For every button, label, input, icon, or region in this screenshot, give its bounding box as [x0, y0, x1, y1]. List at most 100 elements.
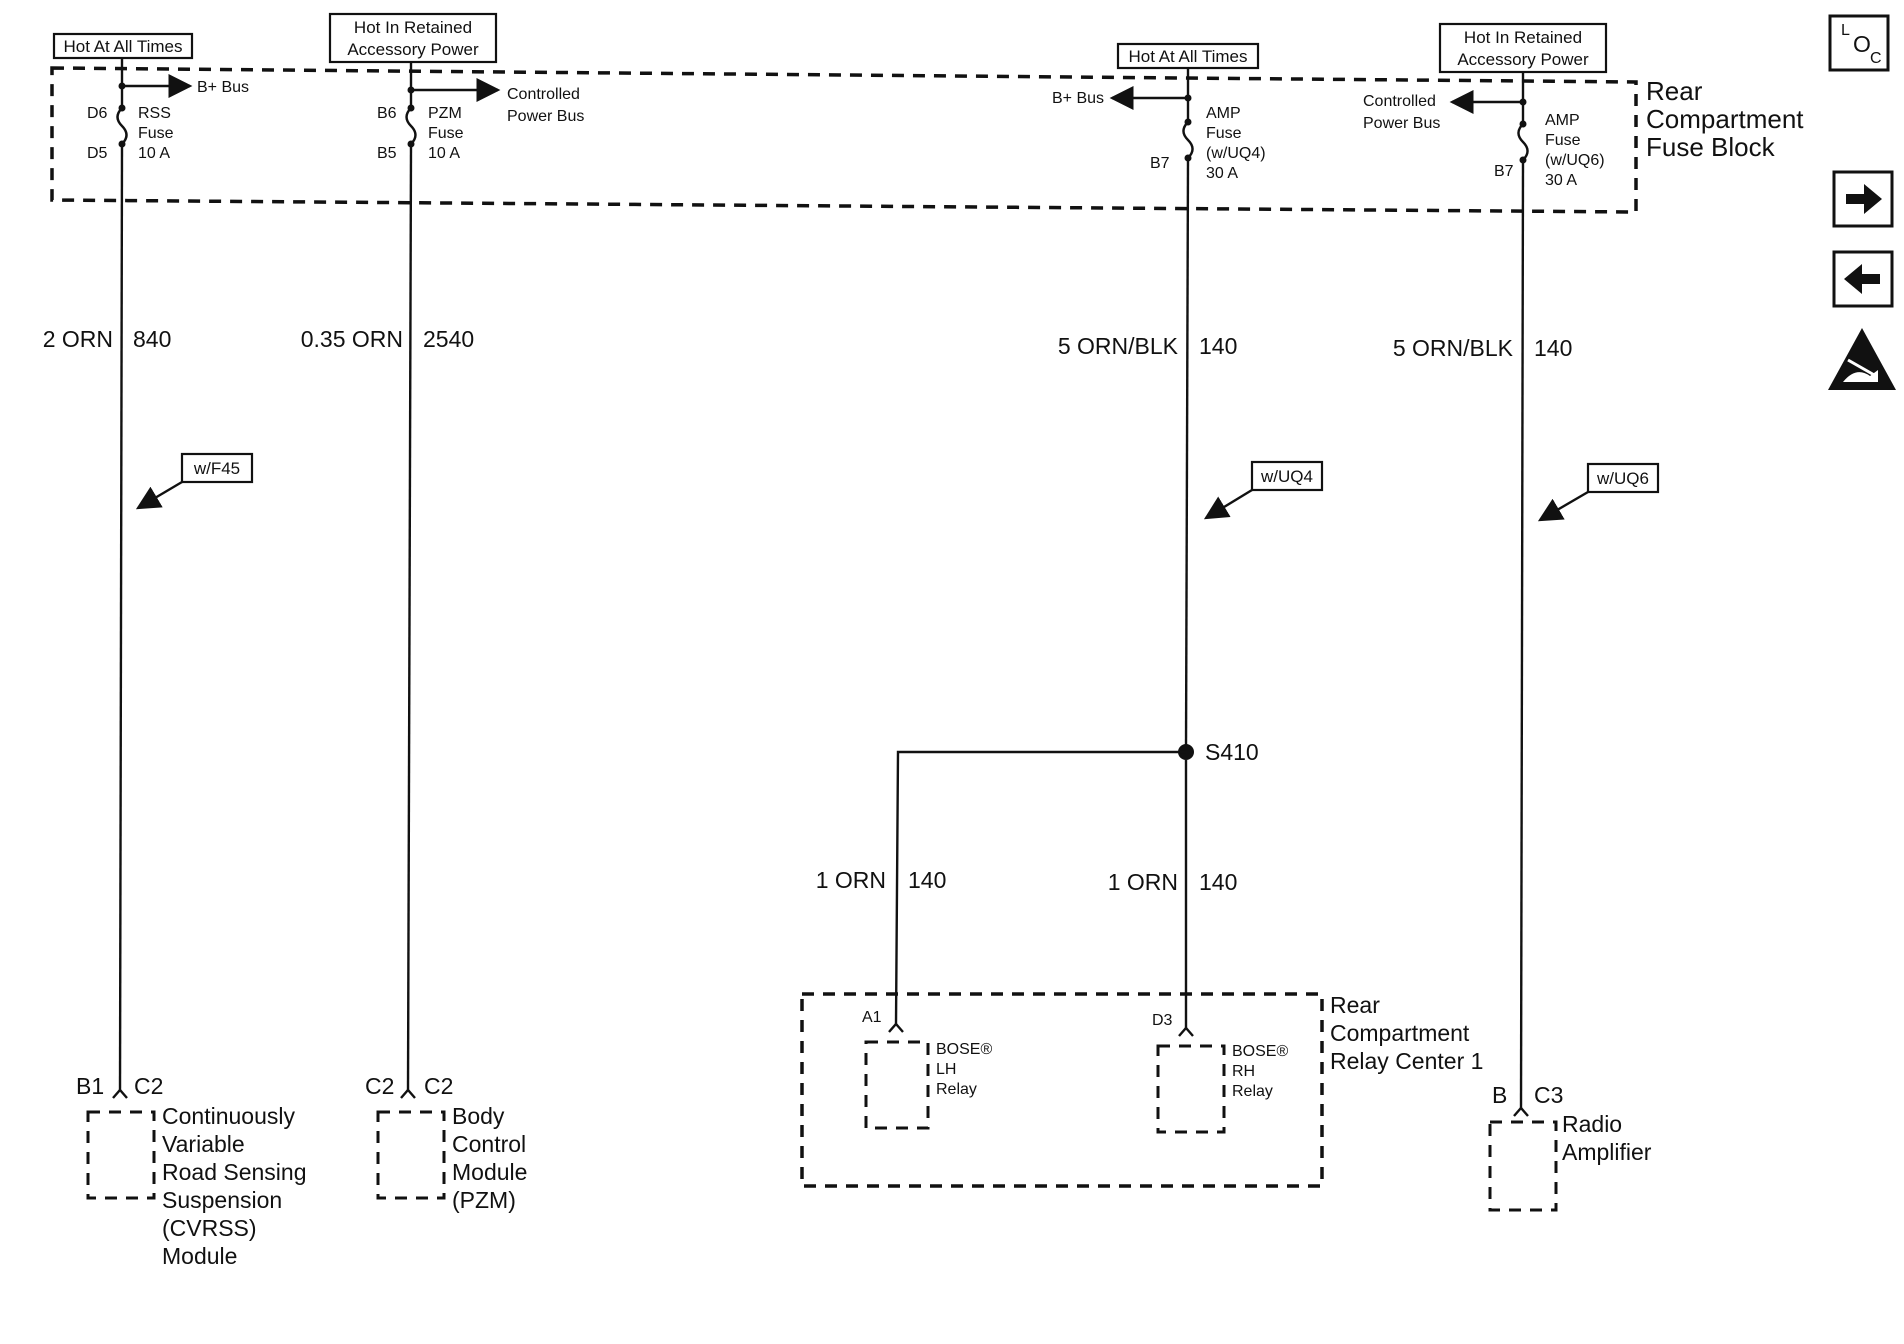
- svg-text:A1: A1: [862, 1009, 882, 1026]
- svg-text:Control: Control: [452, 1131, 526, 1157]
- svg-text:(PZM): (PZM): [452, 1187, 516, 1213]
- relay-center-label: Rear Compartment Relay Center 1: [1330, 992, 1483, 1074]
- svg-text:RH: RH: [1232, 1063, 1255, 1080]
- svg-text:(CVRSS): (CVRSS): [162, 1215, 257, 1241]
- fuse-amp-uq6: Controlled Power Bus B7 AMP Fuse (w/UQ6)…: [1363, 72, 1605, 189]
- svg-text:2540: 2540: [423, 326, 474, 352]
- component-radio-amplifier: B C3 Radio Amplifier: [1488, 1082, 1652, 1212]
- svg-text:Radio: Radio: [1562, 1111, 1622, 1137]
- relay-center-outline: [800, 992, 1324, 1188]
- svg-text:1 ORN: 1 ORN: [816, 867, 886, 893]
- fuse-block-label: Rear Compartment Fuse Block: [1646, 76, 1804, 162]
- svg-text:D5: D5: [87, 145, 108, 162]
- svg-text:(w/UQ6): (w/UQ6): [1545, 152, 1605, 169]
- svg-text:Variable: Variable: [162, 1131, 245, 1157]
- svg-text:Module: Module: [162, 1243, 237, 1269]
- svg-text:Fuse: Fuse: [428, 125, 464, 142]
- option-tag-f45: w/F45: [135, 452, 254, 510]
- svg-text:B: B: [1492, 1082, 1507, 1108]
- svg-text:Road Sensing: Road Sensing: [162, 1159, 307, 1185]
- arrow-right-icon[interactable]: [1832, 170, 1894, 228]
- svg-text:Fuse: Fuse: [1206, 125, 1242, 142]
- svg-text:AMP: AMP: [1206, 105, 1241, 122]
- wire-140-branch-lh: 1 ORN 140: [816, 750, 1186, 1025]
- svg-text:D3: D3: [1152, 1012, 1173, 1029]
- svg-text:Compartment: Compartment: [1330, 1020, 1470, 1046]
- svg-text:B6: B6: [377, 105, 397, 122]
- svg-text:Hot In Retained: Hot In Retained: [1464, 28, 1582, 47]
- fuse-rss: B+ Bus D6 D5 RSS Fuse 10 A: [87, 58, 249, 162]
- svg-text:D6: D6: [87, 105, 108, 122]
- svg-text:840: 840: [133, 326, 171, 352]
- svg-text:Relay: Relay: [1232, 1083, 1273, 1100]
- svg-text:Relay: Relay: [936, 1081, 977, 1098]
- power-source-hot-in-retained-1: Hot In Retained Accessory Power: [328, 12, 498, 64]
- svg-text:Hot In Retained: Hot In Retained: [354, 18, 472, 37]
- svg-text:Rear: Rear: [1646, 76, 1703, 106]
- svg-text:Rear: Rear: [1330, 992, 1380, 1018]
- wire-840: 2 ORN 840: [43, 143, 171, 1091]
- svg-text:Module: Module: [452, 1159, 527, 1185]
- svg-text:(w/UQ4): (w/UQ4): [1206, 145, 1266, 162]
- svg-text:S410: S410: [1205, 739, 1259, 765]
- svg-text:B7: B7: [1150, 155, 1170, 172]
- svg-text:Controlled: Controlled: [507, 86, 580, 103]
- power-source-hot-in-retained-2: Hot In Retained Accessory Power: [1438, 22, 1608, 74]
- svg-text:Fuse Block: Fuse Block: [1646, 132, 1776, 162]
- power-source-hot-at-all-times-2: Hot At All Times: [1116, 42, 1260, 70]
- svg-text:BOSE®: BOSE®: [936, 1041, 992, 1058]
- svg-text:RSS: RSS: [138, 105, 171, 122]
- svg-text:B7: B7: [1494, 163, 1514, 180]
- svg-text:Fuse: Fuse: [138, 125, 174, 142]
- svg-text:0.35 ORN: 0.35 ORN: [301, 326, 403, 352]
- relay-bose-lh: A1 BOSE® LH Relay: [862, 1009, 992, 1130]
- svg-text:L: L: [1841, 22, 1850, 39]
- svg-text:30 A: 30 A: [1545, 172, 1577, 189]
- option-tag-uq4: w/UQ4: [1203, 460, 1324, 520]
- svg-text:Suspension: Suspension: [162, 1187, 282, 1213]
- svg-text:LH: LH: [936, 1061, 956, 1078]
- svg-text:Accessory Power: Accessory Power: [347, 40, 479, 59]
- esd-warning-icon[interactable]: [1828, 328, 1896, 390]
- svg-text:5 ORN/BLK: 5 ORN/BLK: [1393, 335, 1514, 361]
- svg-text:Controlled: Controlled: [1363, 93, 1436, 110]
- svg-text:C2: C2: [134, 1073, 163, 1099]
- svg-text:1 ORN: 1 ORN: [1108, 869, 1178, 895]
- svg-text:Relay Center 1: Relay Center 1: [1330, 1048, 1483, 1074]
- svg-text:C: C: [1870, 50, 1882, 67]
- svg-text:140: 140: [1199, 333, 1237, 359]
- loc-button[interactable]: L O C: [1828, 14, 1890, 72]
- svg-text:B1: B1: [76, 1073, 104, 1099]
- svg-text:10 A: 10 A: [428, 145, 460, 162]
- svg-text:Body: Body: [452, 1103, 505, 1129]
- svg-text:Continuously: Continuously: [162, 1103, 295, 1129]
- svg-text:BOSE®: BOSE®: [1232, 1043, 1288, 1060]
- svg-text:Fuse: Fuse: [1545, 132, 1581, 149]
- svg-text:140: 140: [1534, 335, 1572, 361]
- svg-text:C2: C2: [424, 1073, 453, 1099]
- svg-text:2 ORN: 2 ORN: [43, 326, 113, 352]
- fuse-pzm: Controlled Power Bus B6 B5 PZM Fuse 10 A: [377, 62, 584, 162]
- svg-text:w/UQ4: w/UQ4: [1260, 467, 1313, 486]
- svg-text:140: 140: [908, 867, 946, 893]
- svg-text:B+ Bus: B+ Bus: [197, 79, 249, 96]
- option-tag-uq6: w/UQ6: [1537, 462, 1660, 522]
- svg-text:w/UQ6: w/UQ6: [1596, 469, 1649, 488]
- wire-140-branch-rh: 1 ORN 140: [1108, 760, 1237, 1028]
- svg-text:140: 140: [1199, 869, 1237, 895]
- arrow-left-icon[interactable]: [1832, 250, 1894, 308]
- svg-text:5 ORN/BLK: 5 ORN/BLK: [1058, 333, 1179, 359]
- svg-text:Power Bus: Power Bus: [1363, 115, 1440, 132]
- svg-text:O: O: [1853, 31, 1871, 57]
- svg-text:B+ Bus: B+ Bus: [1052, 90, 1104, 107]
- svg-text:PZM: PZM: [428, 105, 462, 122]
- fuse-amp-uq4: B+ Bus B7 AMP Fuse (w/UQ4) 30 A: [1052, 68, 1266, 182]
- svg-text:B5: B5: [377, 145, 397, 162]
- svg-text:10 A: 10 A: [138, 145, 170, 162]
- svg-text:w/F45: w/F45: [193, 459, 240, 478]
- wire-140-uq4: 5 ORN/BLK 140: [1058, 157, 1237, 749]
- svg-text:Compartment: Compartment: [1646, 104, 1804, 134]
- svg-text:Hot At All Times: Hot At All Times: [63, 37, 182, 56]
- svg-text:C2: C2: [365, 1073, 394, 1099]
